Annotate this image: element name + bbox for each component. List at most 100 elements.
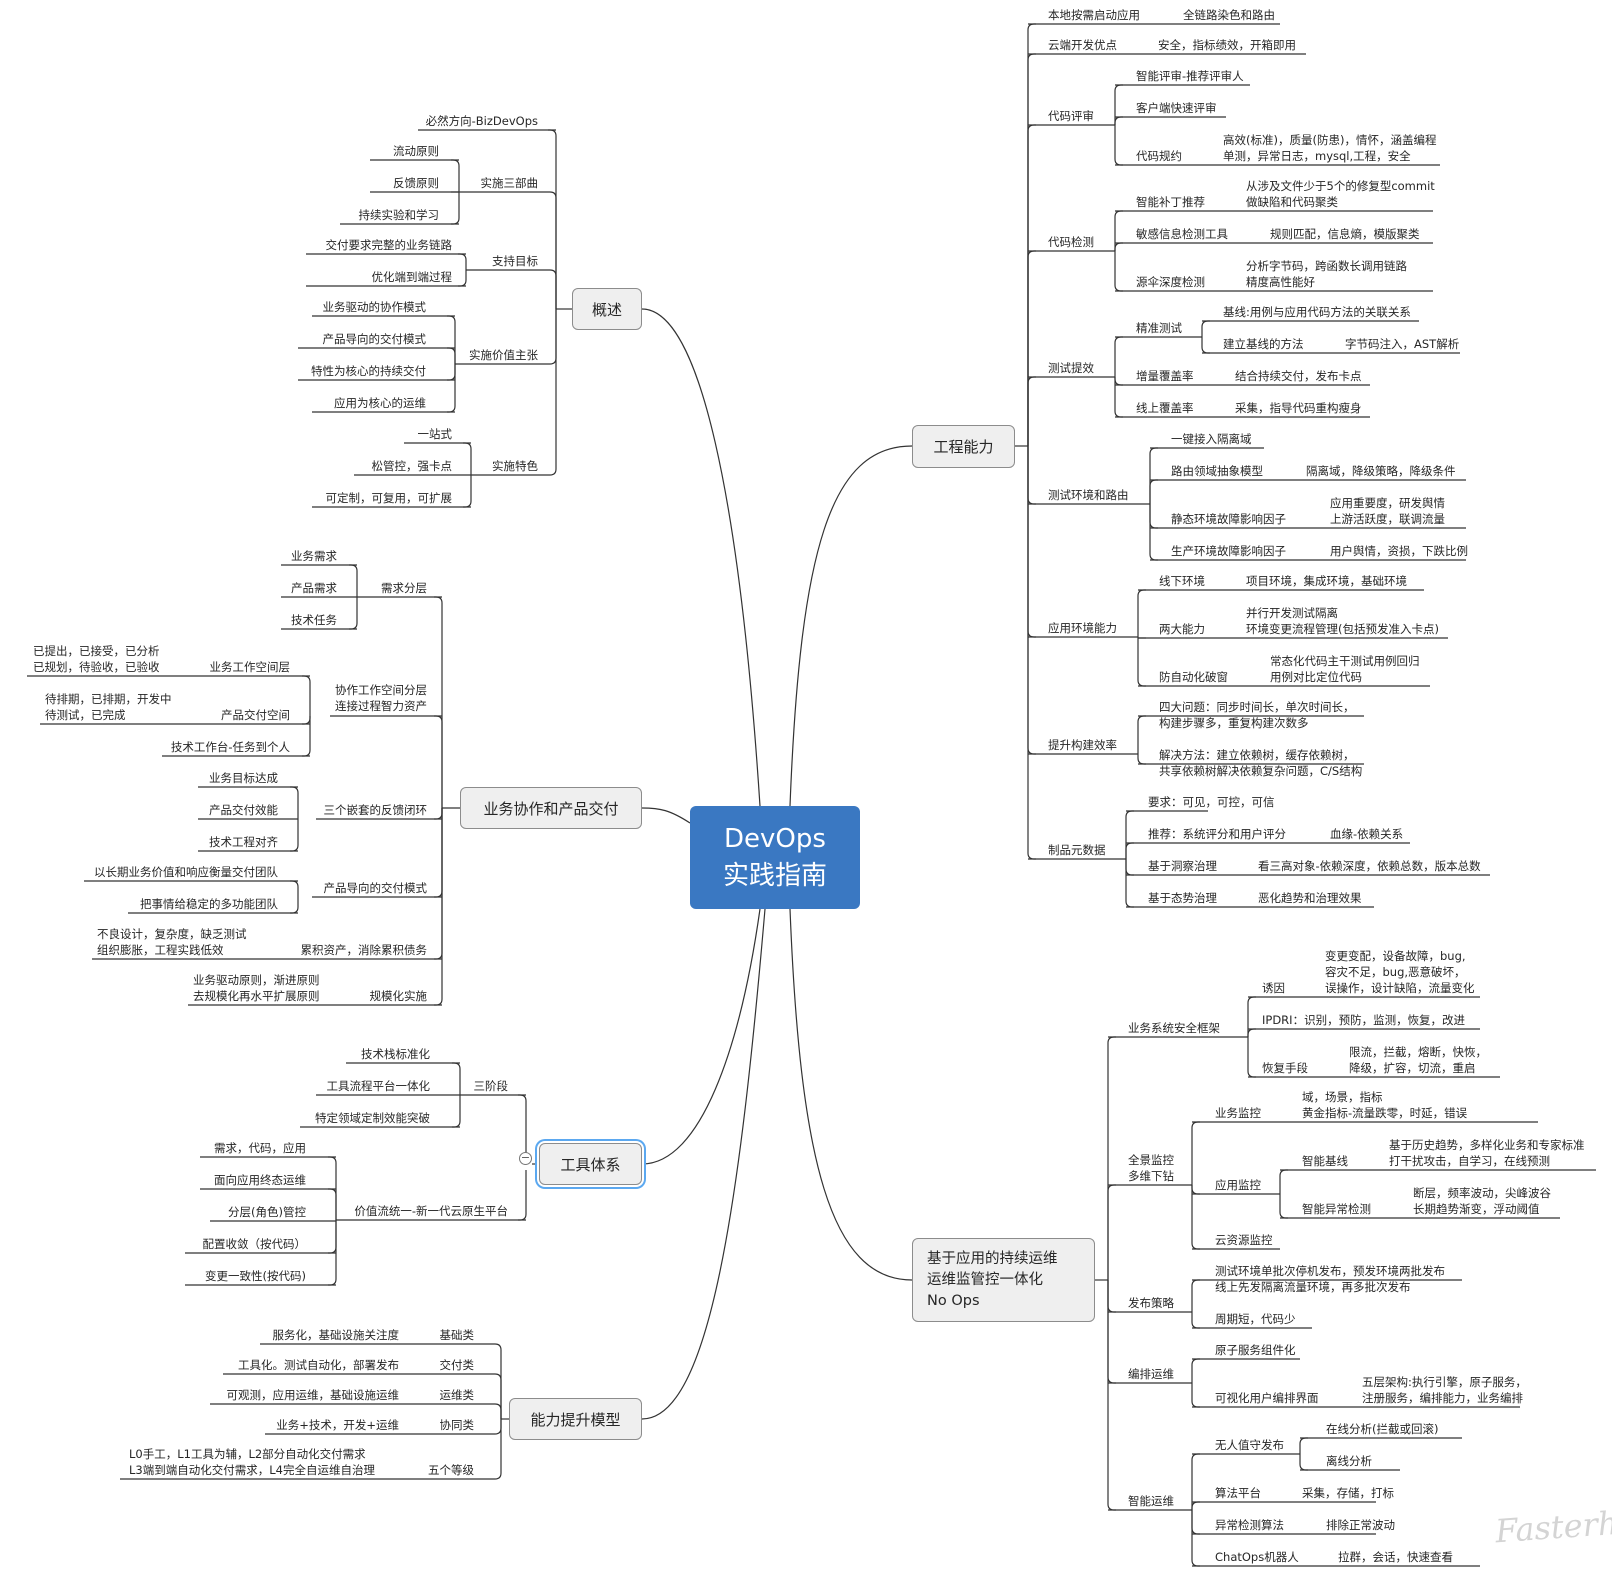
connector bbox=[493, 1373, 502, 1419]
connector bbox=[1027, 250, 1036, 446]
connector bbox=[1191, 1279, 1200, 1312]
branch-noops[interactable]: 基于应用的持续运维 运维监管控一体化 No Ops bbox=[912, 1238, 1095, 1322]
node-req-tech: 技术任务 bbox=[291, 613, 337, 627]
node-ops: 运维类 bbox=[439, 1388, 475, 1402]
node-test: 测试提效 bbox=[1048, 361, 1094, 375]
node-test-online-desc: 采集，指导代码重构瘦身 bbox=[1235, 401, 1362, 415]
connector bbox=[463, 442, 472, 475]
connector bbox=[1027, 446, 1036, 755]
node-artifact: 制品元数据 bbox=[1048, 843, 1106, 857]
node-pm-1: 以长期业务价值和响应衡量交付团队 bbox=[94, 865, 278, 879]
node-cause: 诱因 bbox=[1262, 981, 1285, 995]
node-online-analysis: 在线分析(拦截或回滚) bbox=[1326, 1422, 1439, 1436]
node-chatops-desc: 拉群，会话，快速查看 bbox=[1338, 1550, 1453, 1564]
node-algo: 算法平台 bbox=[1215, 1486, 1261, 1500]
connector bbox=[548, 129, 557, 309]
node-basic: 基础类 bbox=[439, 1328, 475, 1342]
connector bbox=[1114, 125, 1123, 166]
connector bbox=[349, 597, 358, 630]
node-learning: 持续实验和学习 bbox=[358, 208, 440, 222]
branch-engineering[interactable]: 工程能力 bbox=[912, 425, 1015, 468]
node-smart-anomaly-desc: 断层，频率波动，尖峰波谷 长期趋势渐变，浮动阈值 bbox=[1413, 1186, 1551, 1216]
node-goal-optimize: 优化端到端过程 bbox=[371, 270, 453, 284]
node-stage-2: 工具流程平台一体化 bbox=[326, 1079, 431, 1093]
node-cloud-desc: 安全，指标绩效，开箱即用 bbox=[1158, 38, 1296, 52]
node-cloud: 云端开发优点 bbox=[1048, 38, 1117, 52]
connector bbox=[302, 716, 311, 725]
node-ws-biz-desc: 已提出，已接受，已分析 已规划，待验收，已验收 bbox=[33, 644, 160, 674]
node-appenv-3: 防自动化破窗 bbox=[1159, 670, 1228, 684]
collapse-toggle-icon[interactable]: − bbox=[519, 1151, 532, 1165]
node-feedback: 反馈原则 bbox=[393, 176, 439, 190]
node-feature: 实施特色 bbox=[492, 459, 538, 473]
connector bbox=[493, 1419, 502, 1435]
central-topic[interactable]: DevOps 实践指南 bbox=[690, 806, 860, 909]
connector bbox=[434, 808, 443, 960]
node-app-monitor: 应用监控 bbox=[1215, 1178, 1261, 1192]
connector bbox=[451, 159, 460, 192]
connector bbox=[1027, 446, 1036, 505]
node-value-4: 应用为核心的运维 bbox=[334, 396, 426, 410]
node-local-desc: 全链路染色和路由 bbox=[1183, 8, 1275, 22]
connector bbox=[328, 1156, 337, 1221]
node-appenv-1-desc: 项目环境，集成环境，基础环境 bbox=[1246, 574, 1407, 588]
connector bbox=[1027, 23, 1036, 446]
node-req-layer: 需求分层 bbox=[381, 581, 427, 595]
node-levels: 五个等级 bbox=[428, 1463, 474, 1477]
node-artifact-4-desc: 恶化趋势和治理效果 bbox=[1258, 891, 1362, 905]
node-p-2: 面向应用终态运维 bbox=[214, 1173, 306, 1187]
node-appenv: 应用环境能力 bbox=[1048, 621, 1117, 635]
connector bbox=[290, 880, 299, 897]
node-goal-chain: 交付要求完整的业务链路 bbox=[325, 238, 453, 252]
node-feature-1: 一站式 bbox=[417, 427, 453, 441]
main-curve bbox=[641, 908, 766, 1420]
connector bbox=[447, 347, 456, 364]
connector bbox=[1149, 447, 1158, 504]
connector bbox=[1107, 1280, 1116, 1511]
node-chatops: ChatOps机器人 bbox=[1215, 1550, 1299, 1564]
node-stage-3: 特定领域定制效能突破 bbox=[315, 1111, 430, 1125]
node-release-1: 测试环境单批次停机发布，预发环境两批发布 线上先发隔离流量环境，再多批次发布 bbox=[1215, 1264, 1445, 1294]
node-local: 本地按需启动应用 bbox=[1048, 8, 1140, 22]
connector bbox=[1027, 446, 1036, 860]
connector bbox=[1107, 1036, 1116, 1280]
node-stages: 三阶段 bbox=[473, 1079, 509, 1093]
main-curve bbox=[641, 807, 691, 824]
connector bbox=[1125, 842, 1134, 859]
branch-overview[interactable]: 概述 bbox=[572, 288, 642, 330]
node-aiops: 智能运维 bbox=[1128, 1494, 1174, 1508]
node-debt-desc: 不良设计，复杂度，缺乏测试 组织膨胀，工程实践低效 bbox=[97, 927, 247, 957]
node-env-3-desc: 应用重要度，研发舆情 上游活跃度，联调流量 bbox=[1330, 496, 1445, 526]
connector bbox=[1247, 1037, 1256, 1078]
node-smart-anomaly: 智能异常检测 bbox=[1302, 1202, 1371, 1216]
connector bbox=[290, 819, 299, 852]
connector bbox=[1107, 1280, 1116, 1384]
branch-capability-model[interactable]: 能力提升模型 bbox=[509, 1398, 642, 1440]
connector bbox=[1191, 1383, 1200, 1408]
node-collab: 协同类 bbox=[439, 1418, 475, 1432]
connector bbox=[458, 253, 467, 270]
branch-tool-system[interactable]: 工具体系 bbox=[539, 1143, 642, 1185]
node-appenv-2: 两大能力 bbox=[1159, 622, 1205, 636]
node-product-mode: 产品导向的交付模式 bbox=[323, 881, 428, 895]
node-debt: 累积资产，消除累积债务 bbox=[300, 943, 428, 957]
connector bbox=[458, 270, 467, 287]
node-goal: 支持目标 bbox=[492, 254, 538, 268]
main-curve bbox=[789, 445, 913, 807]
node-recover-desc: 限流，拦截，熔断，快恢， 降级，扩容，切流，重启 bbox=[1349, 1045, 1487, 1075]
connector bbox=[302, 716, 311, 757]
connector bbox=[434, 808, 443, 898]
connector bbox=[1114, 116, 1123, 125]
connector bbox=[1125, 810, 1134, 859]
connector bbox=[1201, 320, 1210, 337]
node-review-3: 代码规约 bbox=[1136, 149, 1182, 163]
node-release: 发布策略 bbox=[1128, 1296, 1174, 1310]
node-ws-prod: 产品交付空间 bbox=[221, 708, 290, 722]
connector bbox=[1114, 242, 1123, 251]
node-detect-2: 敏感信息检测工具 bbox=[1136, 227, 1228, 241]
branch-business-collaboration[interactable]: 业务协作和产品交付 bbox=[460, 787, 642, 829]
node-value-2: 产品导向的交付模式 bbox=[322, 332, 427, 346]
node-monitor: 全景监控 多维下钻 bbox=[1128, 1153, 1174, 1183]
connector bbox=[1299, 1437, 1308, 1454]
